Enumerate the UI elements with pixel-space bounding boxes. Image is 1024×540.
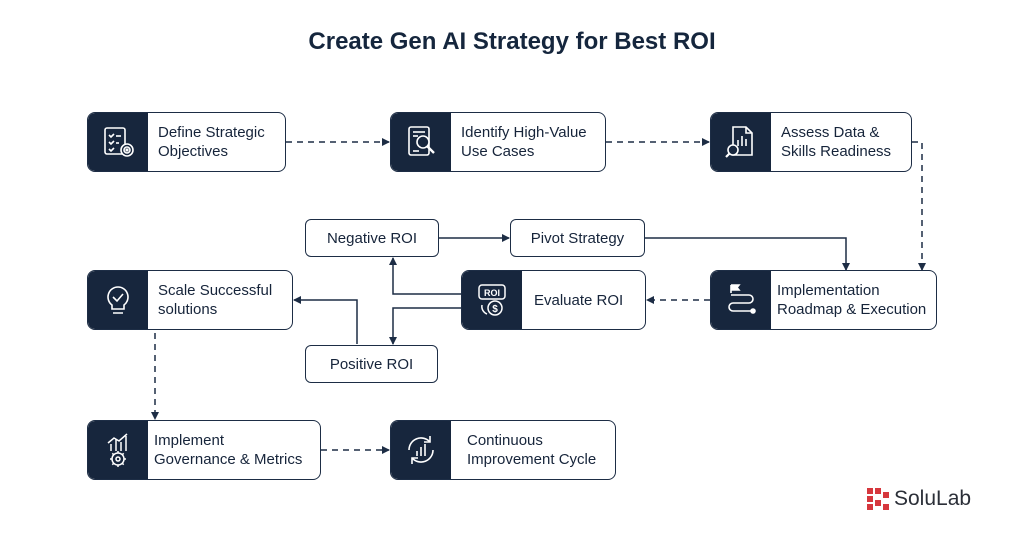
document-search-icon <box>391 113 451 171</box>
outcome-pivot-strategy: Pivot Strategy <box>510 219 645 257</box>
page-title: Create Gen AI Strategy for Best ROI <box>308 28 716 55</box>
step-assess-readiness: Assess Data & Skills Readiness <box>710 112 912 172</box>
arrow-evaluate-to-positive <box>389 307 461 345</box>
step-continuous-line1: Continuous <box>467 432 543 449</box>
step-governance-line1: Implement <box>154 432 225 449</box>
arrow-assess-to-implementation <box>912 141 926 271</box>
step-identify-line1: Identify High-Value <box>461 124 587 141</box>
step-evaluate-label: Evaluate ROI <box>534 291 624 309</box>
step-governance-metrics: Implement Governance & Metrics <box>87 420 321 480</box>
checklist-target-icon <box>88 113 148 171</box>
step-scale-solutions: Scale Successful solutions <box>87 270 293 330</box>
svg-text:$: $ <box>492 304 498 315</box>
chart-gear-icon <box>88 421 148 479</box>
roi-coin-icon: ROI $ <box>462 271 522 329</box>
step-define-line1: Define Strategic <box>158 124 265 141</box>
brand-logo: SoluLab <box>866 487 971 511</box>
step-implementation-line2: Roadmap & Execution <box>777 301 927 318</box>
brand-name: SoluLab <box>894 487 972 510</box>
cycle-growth-icon <box>391 421 451 479</box>
roadmap-path-icon <box>711 271 771 329</box>
step-scale-line1: Scale Successful <box>158 282 273 299</box>
step-governance-line2: Governance & Metrics <box>154 451 303 468</box>
outcome-negative-roi: Negative ROI <box>305 219 439 257</box>
svg-text:ROI: ROI <box>484 288 500 298</box>
outcome-positive-roi: Positive ROI <box>305 345 438 383</box>
step-implementation-line1: Implementation <box>777 282 880 299</box>
step-identify-line2: Use Cases <box>461 143 535 160</box>
step-continuous-improvement: Continuous Improvement Cycle <box>390 420 616 480</box>
step-define-line2: Objectives <box>158 143 229 160</box>
arrow-evaluate-to-negative <box>389 257 461 295</box>
lightbulb-check-icon <box>88 271 148 329</box>
report-magnifier-icon <box>711 113 771 171</box>
step-scale-line2: solutions <box>158 301 218 318</box>
step-evaluate-roi: ROI $ Evaluate ROI <box>461 270 646 330</box>
step-implementation-roadmap: Implementation Roadmap & Execution <box>710 270 937 330</box>
step-define-objectives: Define Strategic Objectives <box>87 112 286 172</box>
step-identify-use-cases: Identify High-Value Use Cases <box>390 112 606 172</box>
step-assess-line1: Assess Data & <box>781 124 880 141</box>
solulab-logo-icon <box>867 488 889 510</box>
step-continuous-line2: Improvement Cycle <box>467 451 597 468</box>
step-assess-line2: Skills Readiness <box>781 143 892 160</box>
arrow-pivot-to-implementation <box>645 237 850 271</box>
arrow-positive-to-scale <box>293 296 358 344</box>
